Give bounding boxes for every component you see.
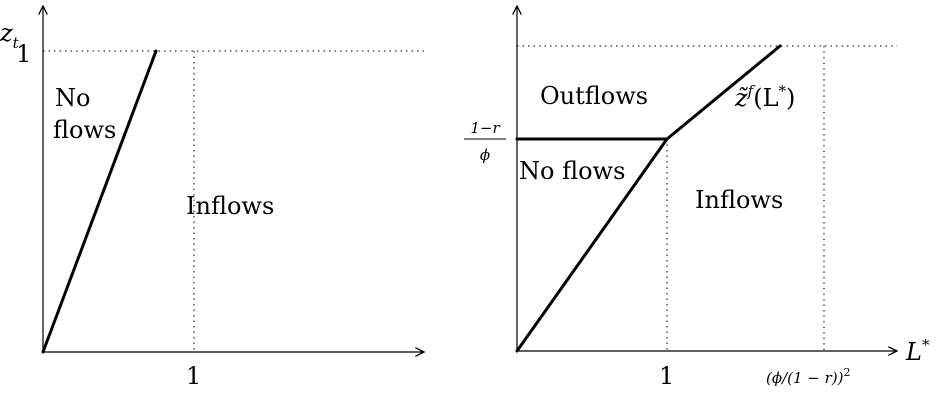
- right-lower-boundary: [515, 137, 669, 353]
- left-region-inflows: Inflows: [186, 192, 274, 220]
- left-y-axis-label: zt: [0, 19, 20, 52]
- right-curve-label: z̃f(L*): [734, 82, 795, 112]
- right-tick-x-2: (ϕ/(1 − r))2: [766, 366, 851, 387]
- right-x-axis-label: L*: [905, 336, 930, 366]
- right-upper-boundary: [665, 44, 782, 141]
- left-tick-y-1: 1: [16, 40, 31, 68]
- left-boundary-line: [41, 49, 158, 354]
- right-region-outflows: Outflows: [540, 82, 648, 110]
- svg-text:1−r: 1−r: [470, 119, 500, 137]
- right-tick-y-fraction: 1−r ϕ: [464, 119, 506, 164]
- svg-text:ϕ: ϕ: [480, 146, 490, 164]
- left-region-no-flows-line1: No: [55, 84, 90, 112]
- right-region-inflows: Inflows: [695, 186, 783, 214]
- right-region-no-flows: No flows: [519, 157, 625, 185]
- left-tick-x-1: 1: [186, 362, 201, 390]
- right-tick-x-1: 1: [659, 362, 674, 390]
- left-region-no-flows-line2: flows: [53, 116, 116, 144]
- right-panel: 1−r ϕ L* 1 (ϕ/(1 − r))2 Outflows No flow…: [464, 6, 930, 390]
- left-panel: zt 1 1 No flows Inflows: [0, 6, 424, 390]
